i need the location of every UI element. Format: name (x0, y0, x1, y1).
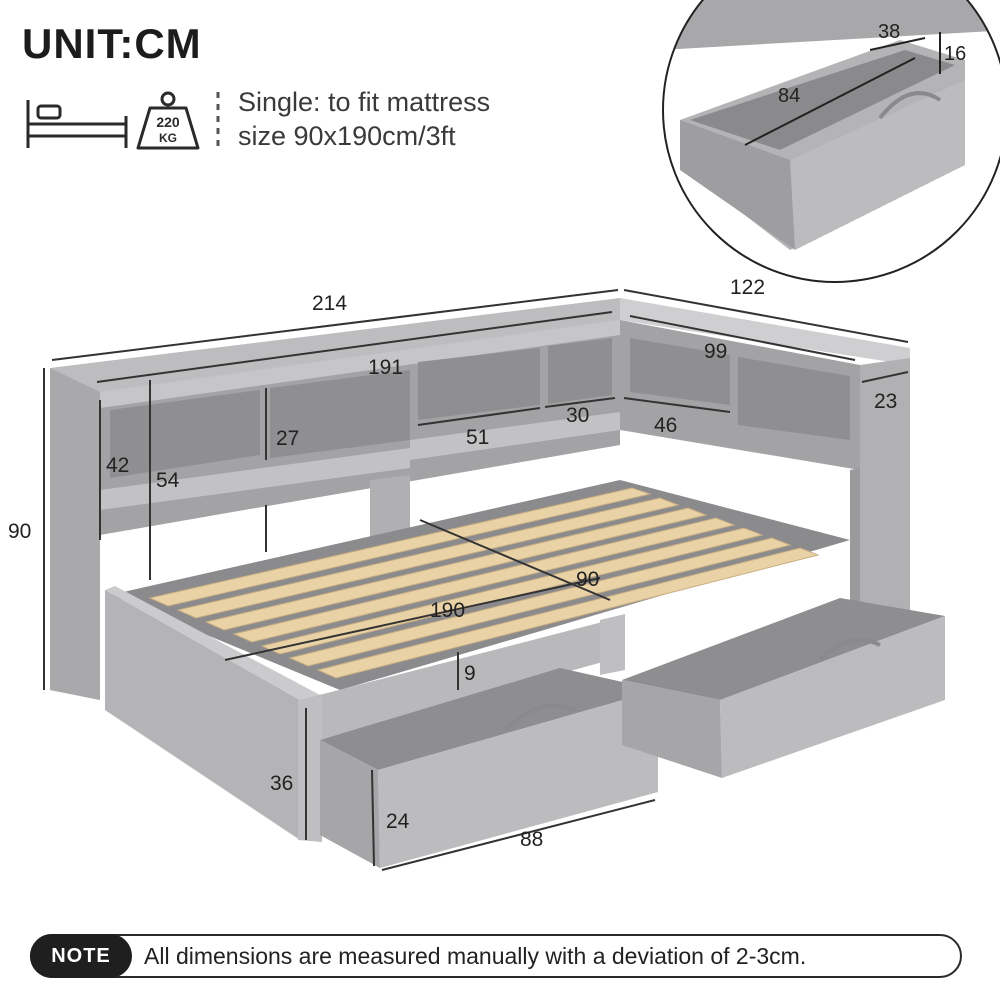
label-side-inner-length: 99 (704, 340, 727, 363)
dimension-lines (43, 289, 909, 871)
drawer-detail-inset: 38 16 84 (662, 0, 1000, 283)
note-bar: NOTE All dimensions are measured manuall… (30, 934, 962, 978)
weight-icon-value: 220 (156, 114, 180, 130)
unit-title: UNIT:CM (22, 20, 202, 67)
label-shelf-height-b: 54 (156, 469, 180, 492)
drawer-left (320, 668, 658, 868)
mattress-spec: Single: to fit mattress size 90x190cm/3f… (238, 85, 490, 153)
bed-front-rail (105, 586, 625, 842)
mattress-spec-line-1: Single: to fit mattress (238, 87, 491, 117)
label-shelf-height-a: 42 (106, 454, 129, 477)
note-text: All dimensions are measured manually wit… (144, 943, 807, 969)
label-drawer-height: 24 (386, 810, 410, 833)
label-shelf-width-a: 51 (466, 426, 489, 449)
mattress-spec-line-2: size 90x190cm/3ft (238, 121, 456, 151)
label-shelf-width-b: 30 (566, 404, 589, 427)
label-total-depth: 122 (730, 276, 765, 299)
label-total-length: 214 (312, 292, 347, 315)
bed-icon (26, 100, 128, 148)
label-mattress-length: 190 (430, 599, 465, 622)
label-drawer-length: 88 (520, 828, 543, 851)
label-side-depth: 23 (874, 390, 897, 413)
dimension-labels: 214 122 90 191 99 23 42 54 27 51 30 46 1… (8, 276, 897, 851)
bed-slats (110, 480, 850, 690)
note-badge: NOTE (30, 934, 132, 978)
inset-width-label: 38 (878, 21, 900, 43)
label-rail-height: 9 (464, 662, 476, 685)
weight-icon-unit: KG (159, 131, 177, 145)
inset-length-label: 84 (778, 85, 800, 107)
weight-icon: 220 KG (136, 91, 200, 150)
label-frame-height: 36 (270, 772, 293, 795)
bookcase-headboard (50, 298, 620, 700)
label-inner-length: 191 (368, 356, 403, 379)
label-mattress-width: 90 (576, 568, 599, 591)
spec-icons: 220 KG (26, 91, 220, 150)
drawer-right (622, 598, 945, 778)
label-shelf-width-c: 46 (654, 414, 677, 437)
bookcase-side (620, 298, 910, 620)
bed-drawing: 38 16 84 (8, 0, 1000, 871)
label-shelf-height-c: 27 (276, 427, 299, 450)
inset-height-label: 16 (944, 43, 966, 65)
label-total-height: 90 (8, 520, 31, 543)
